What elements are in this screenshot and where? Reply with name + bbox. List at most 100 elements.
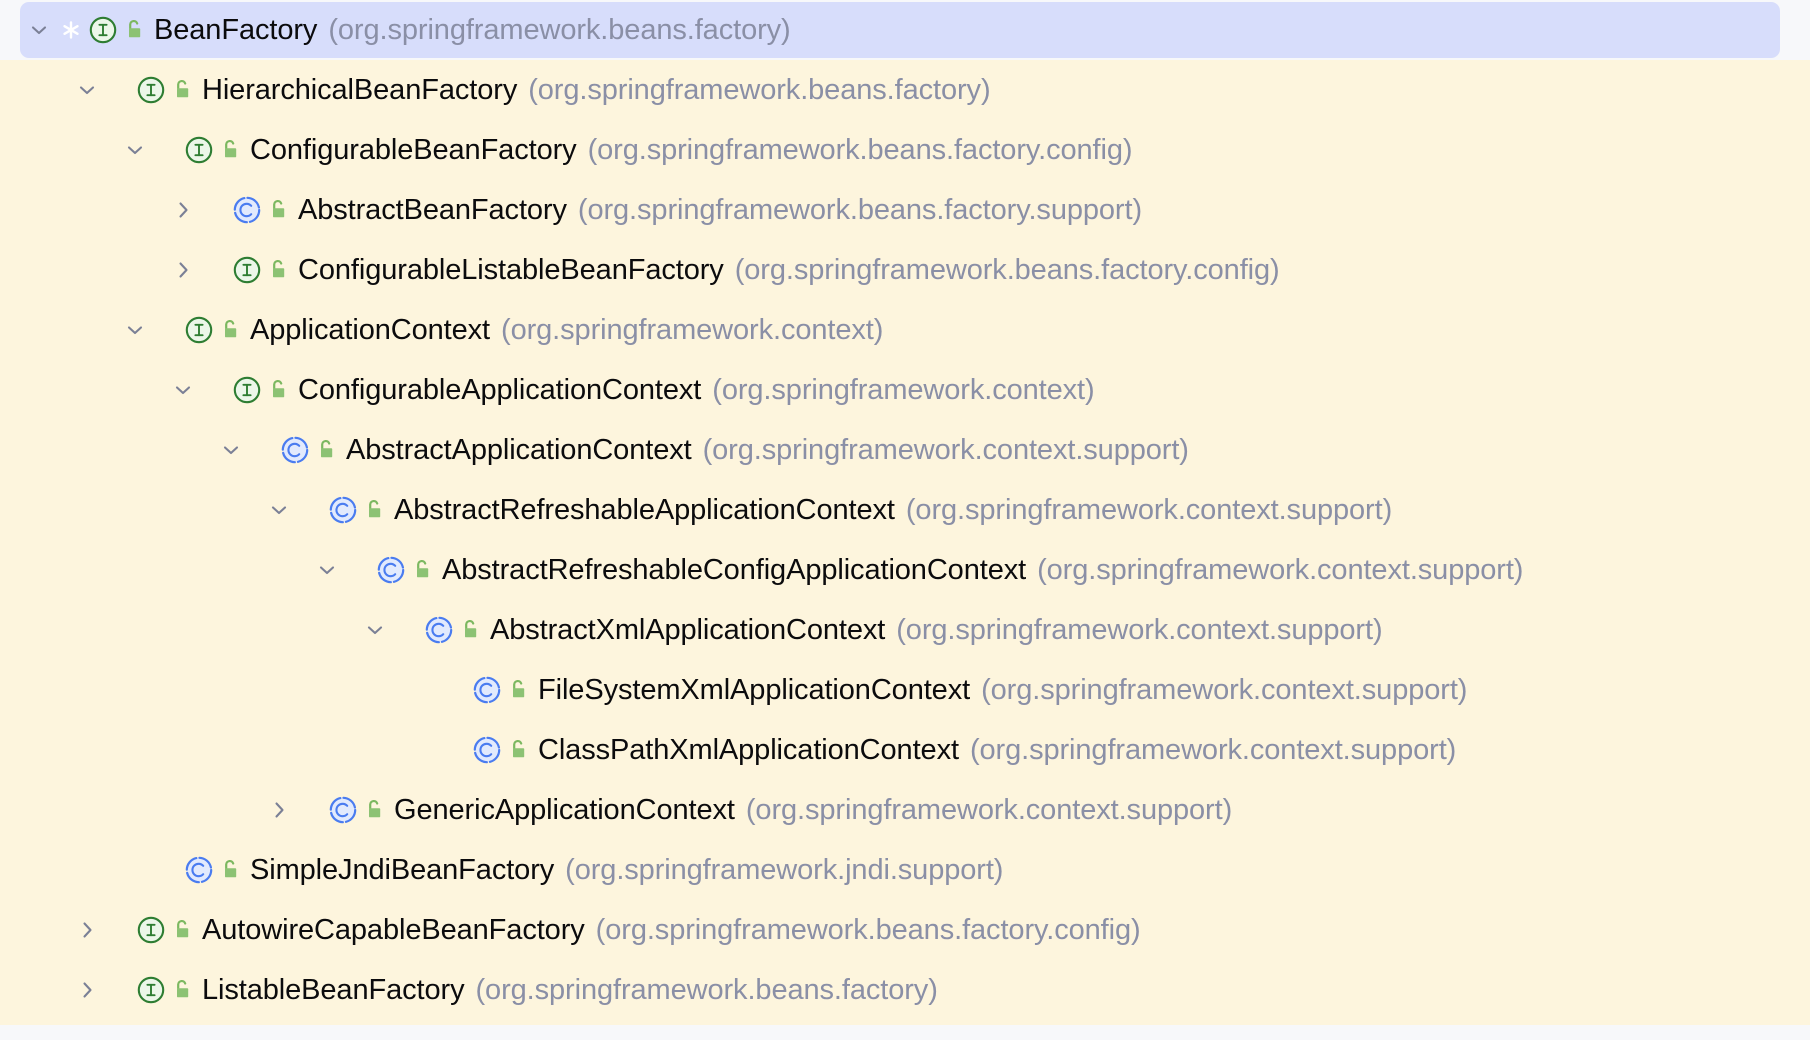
unlocked-padlock-icon — [362, 796, 386, 824]
type-name-label: AbstractRefreshableConfigApplicationCont… — [442, 554, 1027, 586]
panel-bottom-strip — [0, 1025, 1810, 1040]
tree-row[interactable]: BeanFactory(org.springframework.beans.fa… — [0, 0, 1810, 60]
package-label: (org.springframework.context.support) — [905, 494, 1393, 526]
tree-row[interactable]: ClassPathXmlApplicationContext(org.sprin… — [0, 720, 1810, 780]
chevron-down-icon[interactable] — [310, 553, 344, 587]
type-name-label: HierarchicalBeanFactory — [202, 74, 518, 106]
tree-row-content: HierarchicalBeanFactory (org.springframew… — [0, 73, 991, 107]
type-name-label: AbstractApplicationContext — [346, 434, 692, 466]
unlocked-padlock-icon — [410, 556, 434, 584]
class-icon — [326, 793, 360, 827]
tree-row[interactable]: AbstractBeanFactory (org.springframework.… — [0, 180, 1810, 240]
chevron-down-icon[interactable] — [70, 73, 104, 107]
tree-row-content: ClassPathXmlApplicationContext(org.sprin… — [0, 733, 1456, 767]
tree-row-content: BeanFactory(org.springframework.beans.fa… — [0, 13, 791, 47]
tree-row[interactable]: ConfigurableListableBeanFactory (org.spri… — [0, 240, 1810, 300]
tree-row[interactable]: ApplicationContext(org.springframework.c… — [0, 300, 1810, 360]
chevron-right-icon[interactable] — [166, 253, 200, 287]
interface-icon — [182, 133, 216, 167]
interface-icon — [182, 313, 216, 347]
type-name-label: AutowireCapableBeanFactory — [202, 914, 585, 946]
unlocked-padlock-icon — [458, 616, 482, 644]
chevron-down-icon[interactable] — [358, 613, 392, 647]
interface-icon — [134, 973, 168, 1007]
unlocked-padlock-icon — [218, 136, 242, 164]
tree-row[interactable]: SimpleJndiBeanFactory (org.springframewor… — [0, 840, 1810, 900]
type-name-label: ConfigurableBeanFactory — [250, 134, 577, 166]
tree-row[interactable]: ConfigurableApplicationContext (org.sprin… — [0, 360, 1810, 420]
class-icon — [326, 493, 360, 527]
tree-row[interactable]: FileSystemXmlApplicationContext (org.spri… — [0, 660, 1810, 720]
unlocked-padlock-icon — [506, 736, 530, 764]
tree-row-content: GenericApplicationContext (org.springfram… — [0, 793, 1232, 827]
unlocked-padlock-icon — [218, 316, 242, 344]
tree-row[interactable]: HierarchicalBeanFactory (org.springframew… — [0, 60, 1810, 120]
package-label: (org.springframework.beans.factory.confi… — [734, 254, 1280, 286]
tree-row[interactable]: AbstractXmlApplicationContext (org.spring… — [0, 600, 1810, 660]
chevron-down-icon[interactable] — [118, 313, 152, 347]
type-name-label: BeanFactory — [154, 14, 318, 46]
type-name-label: AbstractBeanFactory — [298, 194, 567, 226]
package-label: (org.springframework.context.support) — [969, 734, 1457, 766]
package-label: (org.springframework.context.support) — [981, 674, 1468, 706]
tree-row-content: FileSystemXmlApplicationContext (org.spri… — [0, 673, 1467, 707]
class-icon — [278, 433, 312, 467]
package-label: (org.springframework.context) — [501, 314, 884, 346]
type-name-label: ConfigurableApplicationContext — [298, 374, 702, 406]
chevron-down-icon[interactable] — [22, 13, 56, 47]
tree-row-content: ConfigurableApplicationContext (org.sprin… — [0, 373, 1095, 407]
asterisk-icon — [56, 13, 86, 47]
unlocked-padlock-icon — [218, 856, 242, 884]
package-label: (org.springframework.context.support) — [745, 794, 1233, 826]
type-name-label: FileSystemXmlApplicationContext — [538, 674, 971, 706]
chevron-right-icon[interactable] — [262, 793, 296, 827]
tree-row[interactable]: AbstractRefreshableConfigApplicationCont… — [0, 540, 1810, 600]
type-name-label: GenericApplicationContext — [394, 794, 735, 826]
package-label: (org.springframework.context.support) — [702, 434, 1189, 466]
chevron-down-icon[interactable] — [214, 433, 248, 467]
unlocked-padlock-icon — [266, 376, 290, 404]
class-icon — [470, 733, 504, 767]
tree-row-content: AbstractXmlApplicationContext (org.spring… — [0, 613, 1383, 647]
chevron-down-icon[interactable] — [166, 373, 200, 407]
chevron-right-icon[interactable] — [70, 913, 104, 947]
tree-row-content: AbstractBeanFactory (org.springframework.… — [0, 193, 1142, 227]
interface-icon — [230, 373, 264, 407]
tree-row[interactable]: ListableBeanFactory(org.springframework.… — [0, 960, 1810, 1020]
type-name-label: SimpleJndiBeanFactory — [250, 854, 555, 886]
package-label: (org.springframework.jndi.support) — [565, 854, 1004, 886]
unlocked-padlock-icon — [122, 16, 146, 44]
tree-row-content: ApplicationContext(org.springframework.c… — [0, 313, 883, 347]
type-name-label: ConfigurableListableBeanFactory — [298, 254, 724, 286]
interface-icon — [230, 253, 264, 287]
tree-row[interactable]: AbstractApplicationContext (org.springfra… — [0, 420, 1810, 480]
package-label: (org.springframework.context.support) — [896, 614, 1383, 646]
unlocked-padlock-icon — [314, 436, 338, 464]
chevron-down-icon[interactable] — [262, 493, 296, 527]
unlocked-padlock-icon — [506, 676, 530, 704]
class-icon — [470, 673, 504, 707]
tree-row-content: SimpleJndiBeanFactory (org.springframewor… — [0, 853, 1003, 887]
tree-row[interactable]: GenericApplicationContext (org.springfram… — [0, 780, 1810, 840]
unlocked-padlock-icon — [362, 496, 386, 524]
tree-row[interactable]: AbstractRefreshableApplicationContext (or… — [0, 480, 1810, 540]
package-label: (org.springframework.beans.factory) — [475, 974, 938, 1006]
tree-row[interactable]: ConfigurableBeanFactory (org.springframew… — [0, 120, 1810, 180]
type-name-label: AbstractXmlApplicationContext — [490, 614, 886, 646]
chevron-right-icon[interactable] — [70, 973, 104, 1007]
package-label: (org.springframework.beans.factory.confi… — [587, 134, 1133, 166]
tree-row[interactable]: AutowireCapableBeanFactory(org.springfra… — [0, 900, 1810, 960]
unlocked-padlock-icon — [170, 76, 194, 104]
package-label: (org.springframework.context) — [712, 374, 1095, 406]
class-icon — [374, 553, 408, 587]
package-label: (org.springframework.context.support) — [1037, 554, 1524, 586]
chevron-down-icon[interactable] — [118, 133, 152, 167]
class-icon — [182, 853, 216, 887]
interface-icon — [134, 73, 168, 107]
type-name-label: AbstractRefreshableApplicationContext — [394, 494, 895, 526]
chevron-right-icon[interactable] — [166, 193, 200, 227]
package-label: (org.springframework.beans.factory.suppo… — [577, 194, 1143, 226]
class-icon — [422, 613, 456, 647]
package-label: (org.springframework.beans.factory) — [528, 74, 991, 106]
